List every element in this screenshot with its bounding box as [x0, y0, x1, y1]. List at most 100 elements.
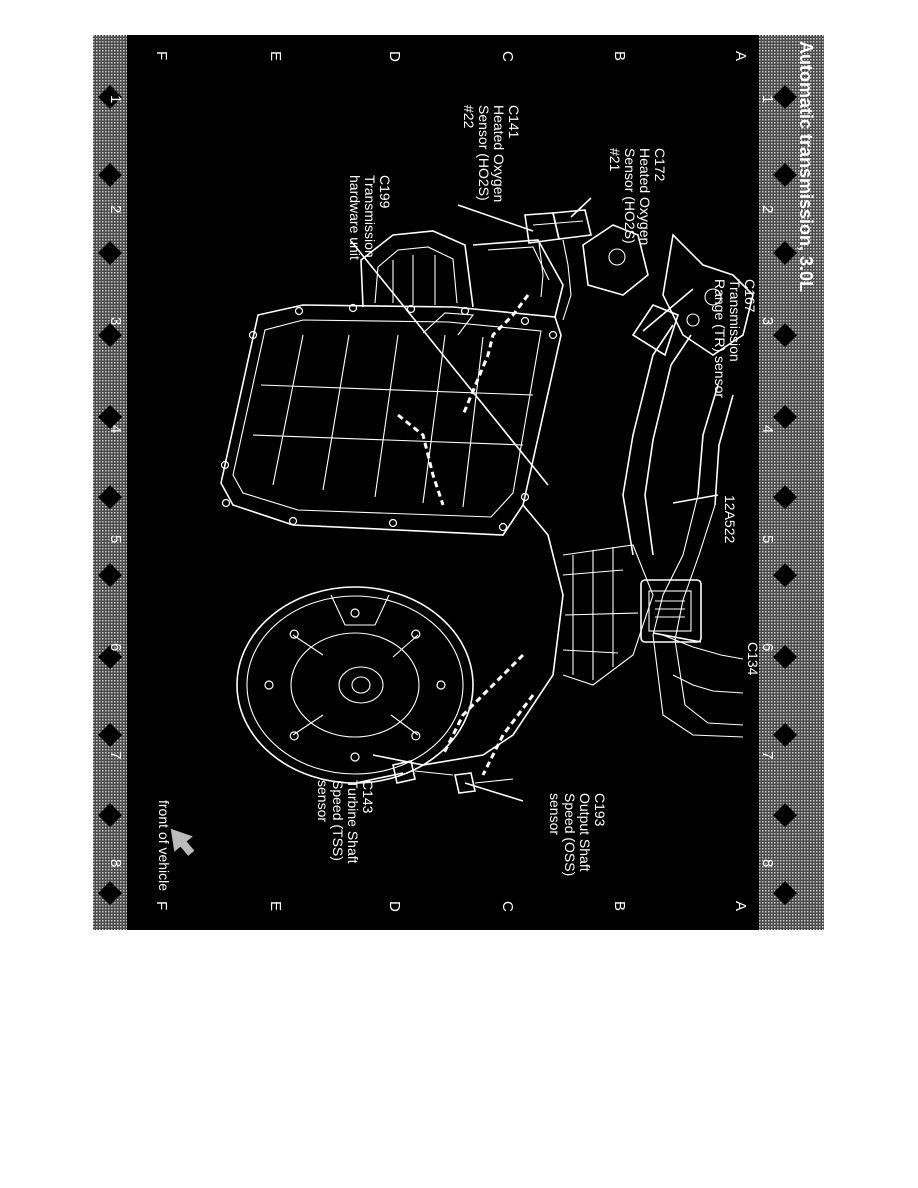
grid-column-number: 1 — [759, 95, 776, 103]
front-of-vehicle-arrow-icon — [170, 828, 195, 856]
pan-bolt — [548, 330, 558, 340]
grid-column-number: 8 — [759, 859, 776, 867]
callout-line: Speed (OSS) — [562, 793, 578, 876]
callout-leader-lines — [350, 197, 719, 802]
grid-diamond — [773, 163, 797, 187]
leader-c193 — [464, 782, 524, 802]
leader-c199 — [350, 240, 549, 486]
grid-diamond — [773, 803, 797, 827]
callout-line: Turbine Shaft — [345, 780, 361, 864]
c134-connector — [640, 579, 702, 643]
grid-diamond — [98, 723, 122, 747]
grid-column-number: 4 — [107, 425, 124, 433]
grid-diamond — [773, 723, 797, 747]
callout-line: C167 — [742, 279, 758, 313]
grid-column-number: 2 — [759, 205, 776, 213]
callout-line: #21 — [607, 148, 623, 172]
flexplate-bolt — [264, 680, 274, 690]
flexplate-bolt — [289, 731, 299, 741]
grid-row-letter: E — [267, 901, 284, 911]
grid-diamond — [773, 485, 797, 509]
leader-c172 — [570, 197, 592, 218]
grid-column-number: 5 — [107, 535, 124, 543]
flexplate-bolt — [411, 731, 421, 741]
transmission-illustration — [220, 209, 754, 794]
grid-row-letter: D — [386, 901, 403, 912]
leader-c167 — [642, 288, 694, 332]
leader-12a522 — [672, 494, 719, 504]
flexplate-disc — [236, 586, 474, 784]
hidden-wire-run-3 — [441, 653, 525, 756]
callout-line: front of vehicle — [156, 800, 172, 891]
grid-diamond — [98, 163, 122, 187]
callout-line: Range (TR) sensor — [712, 279, 728, 398]
leader-c141 — [457, 204, 534, 232]
grid-diamond — [98, 241, 122, 265]
pan-bolt — [406, 304, 416, 314]
grid-column-number: 8 — [107, 859, 124, 867]
flexplate-bolt — [350, 752, 360, 762]
tr-sensor-body — [631, 304, 679, 357]
grid-column-number: 1 — [107, 95, 124, 103]
wiring-harness-tube — [622, 324, 674, 556]
grid-diamond — [773, 85, 797, 109]
grid-column-number: 7 — [107, 751, 124, 759]
grid-diamond — [773, 563, 797, 587]
flexplate-bolt — [350, 608, 360, 618]
grid-column-number: 3 — [759, 317, 776, 325]
callout-p12a522: 12A522 — [722, 495, 738, 543]
grid-diamond — [98, 645, 122, 669]
diagram-background — [127, 35, 824, 930]
callout-line: #22 — [461, 105, 477, 129]
case-right-outline — [372, 504, 564, 766]
grid-diamond — [773, 323, 797, 347]
pan-bolt — [221, 498, 231, 508]
callout-line: C199 — [377, 175, 393, 209]
grid-row-letter: F — [153, 901, 170, 910]
grid-row-letter: A — [732, 51, 749, 61]
callout-line: C143 — [360, 780, 376, 814]
ho2s-22-connector — [524, 212, 560, 244]
grid-diamond — [98, 563, 122, 587]
callout-line: hardware unit — [347, 175, 363, 260]
grid-column-number: 2 — [107, 205, 124, 213]
callout-line: Sensor (HO2S) — [476, 105, 492, 201]
grid-diamond — [98, 85, 122, 109]
leader-c143 — [355, 772, 404, 784]
callout-c134: C134 — [745, 642, 761, 676]
callout-line: C141 — [506, 105, 522, 139]
hidden-wire-run-2 — [397, 413, 445, 506]
pan-bolt — [498, 522, 508, 532]
callout-line: C193 — [592, 793, 608, 827]
grid-diamond — [98, 405, 122, 429]
callout-line: C172 — [652, 148, 668, 182]
callout-line: Sensor (HO2S) — [622, 148, 638, 244]
callout-line: Transmission — [362, 175, 378, 258]
diagram-title: Automatic transmission, 3.0L — [796, 41, 816, 292]
grid-row-letter: C — [499, 51, 516, 62]
grid-diamond — [98, 323, 122, 347]
callout-line: 12A522 — [722, 495, 738, 543]
grid-row-letter: C — [499, 901, 516, 912]
grid-diamond — [773, 405, 797, 429]
grid-column-number: 7 — [759, 751, 776, 759]
top-grid-band — [759, 35, 824, 930]
grid-diamond — [98, 485, 122, 509]
flexplate-bolts — [264, 608, 446, 762]
grid-row-letter: B — [611, 51, 628, 61]
grid-column-number: 6 — [107, 643, 124, 651]
callout-line: Output Shaft — [577, 793, 593, 872]
hidden-wire-run-1 — [461, 294, 530, 416]
grid-column-number: 5 — [759, 535, 776, 543]
grid-diamond — [98, 881, 122, 905]
grid-diamond-markers — [98, 85, 797, 905]
grid-diamond — [773, 241, 797, 265]
